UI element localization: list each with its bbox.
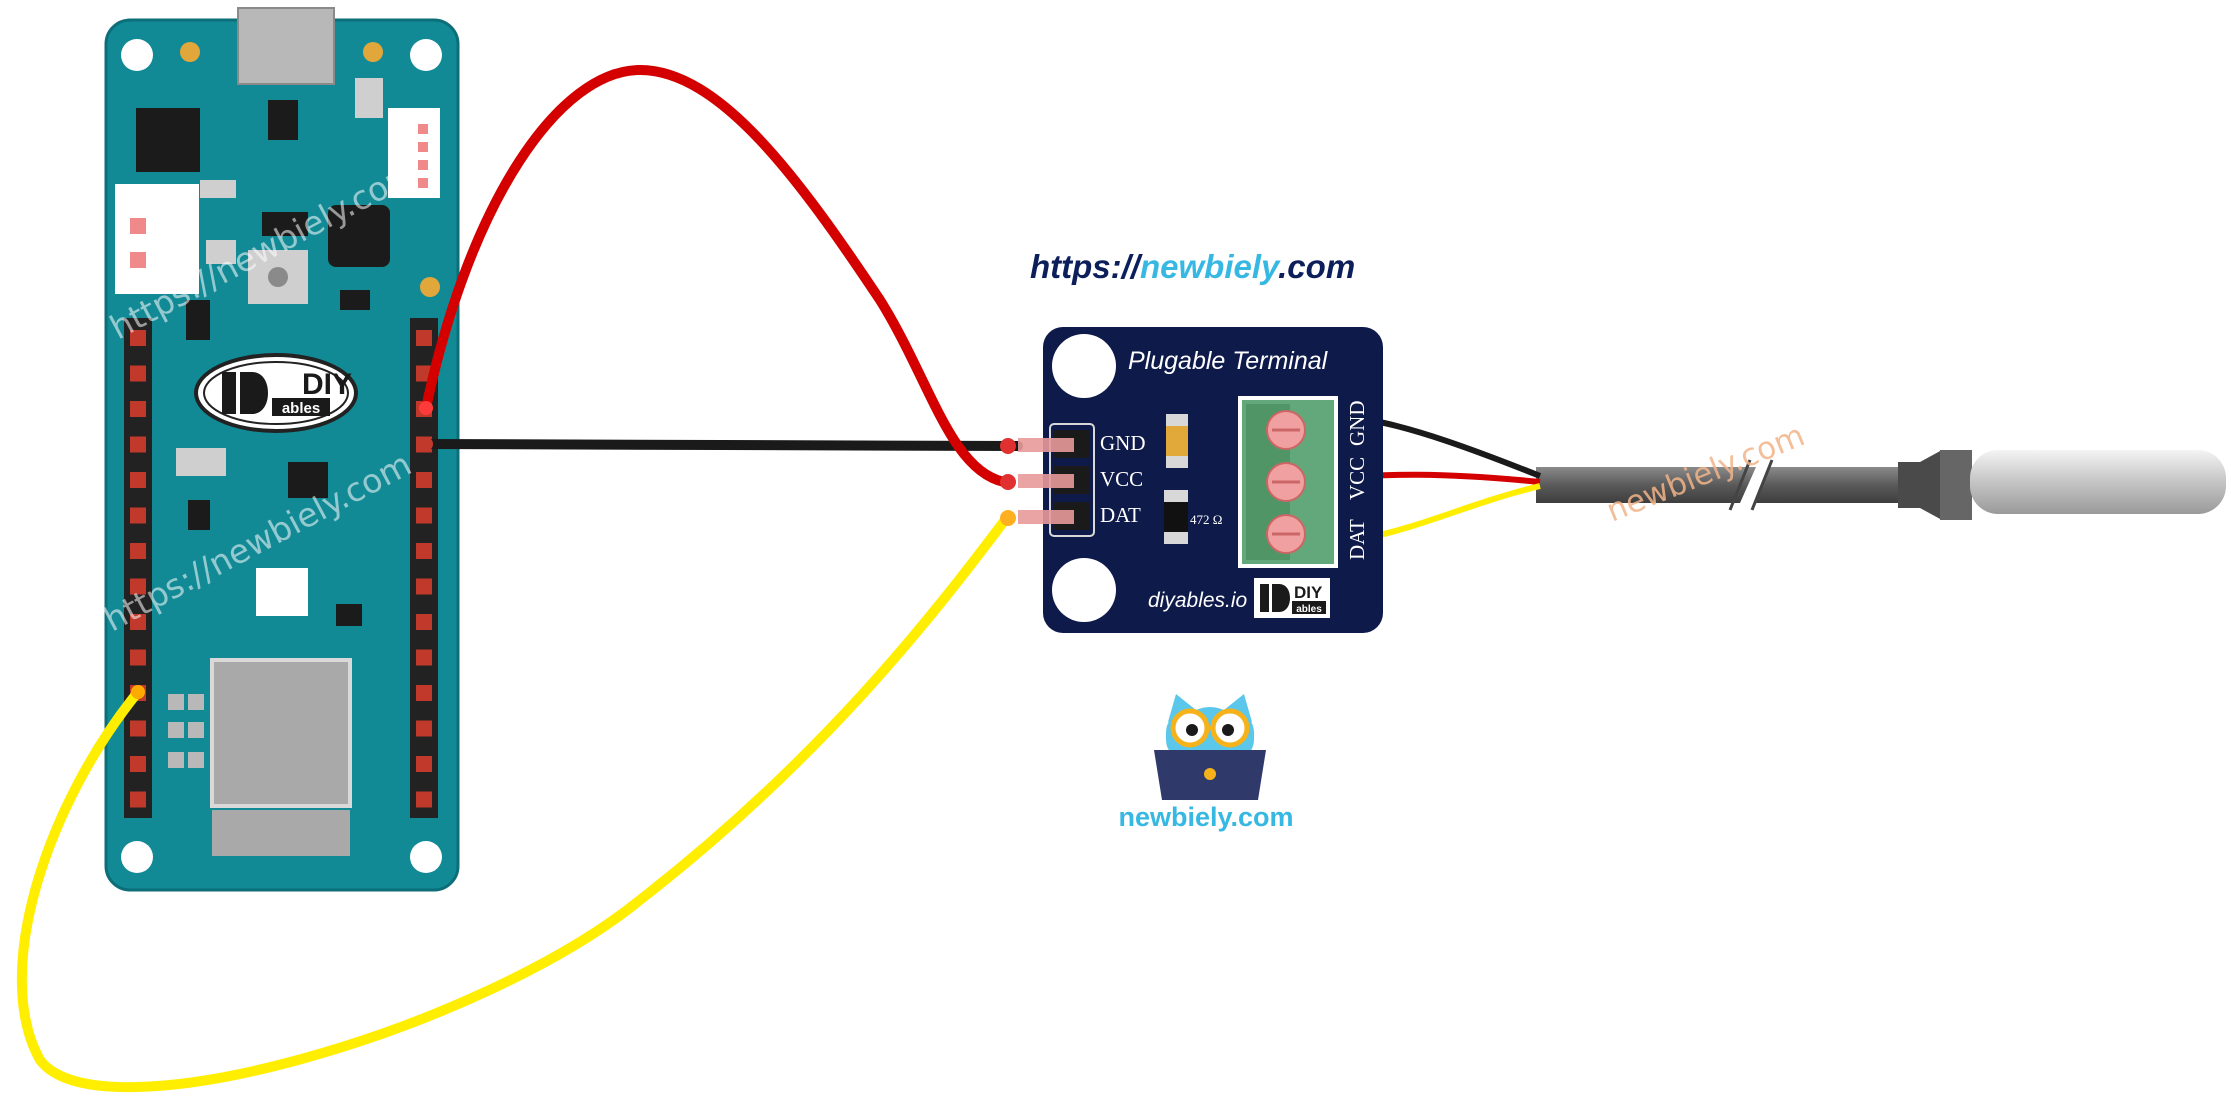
terminal-label-gnd: GND xyxy=(1345,401,1369,447)
left-header-pin-3 xyxy=(130,436,146,453)
probe-tip xyxy=(1970,450,2226,514)
header-url-brand: newbiely xyxy=(1140,248,1281,285)
left-header-pin-2 xyxy=(130,401,146,417)
left-header-pin-6 xyxy=(130,543,146,559)
right-header-pin-13 xyxy=(416,791,432,808)
diyables-logo: DIY ables xyxy=(194,353,358,433)
module-logo-top: DIY xyxy=(1294,583,1323,602)
data-wire-board-module xyxy=(16,511,1013,1093)
header-url-prefix: https:// xyxy=(1030,248,1144,285)
mascot-label: newbiely.com xyxy=(1118,802,1293,832)
module-diyables-logo: DIY ables xyxy=(1254,578,1330,618)
pin-label-dat: DAT xyxy=(1100,503,1141,527)
right-header-pin-4 xyxy=(416,472,432,488)
right-header-pin-5 xyxy=(416,507,432,524)
board-logo-top: DIY xyxy=(302,368,352,401)
left-header-pin-5 xyxy=(130,507,146,524)
module-title: Plugable Terminal xyxy=(1128,347,1329,375)
gnd-wire-board-module xyxy=(421,439,1023,451)
header-url-suffix: .com xyxy=(1278,248,1355,285)
terminal-label-vcc: VCC xyxy=(1345,457,1369,500)
module-footer-text: diyables.io xyxy=(1148,589,1248,612)
right-header-pin-10 xyxy=(416,685,432,701)
board-logo-bottom: ables xyxy=(282,400,320,417)
left-header-pin-12 xyxy=(130,756,146,772)
left-header-pin-8 xyxy=(130,614,146,630)
vcc-wire-board-module xyxy=(421,64,1009,487)
pin-label-gnd: GND xyxy=(1100,431,1146,455)
left-header-pin-7 xyxy=(130,578,146,595)
resistor-label: 472 Ω xyxy=(1190,512,1222,527)
right-header-pin-7 xyxy=(416,578,432,595)
left-header-pin-13 xyxy=(130,791,146,808)
header-url: https://newbiely.com xyxy=(1030,248,1355,285)
right-header-pin-11 xyxy=(416,720,432,737)
left-header-pin-4 xyxy=(130,472,146,488)
plugable-terminal-module: Plugable Terminal GND VCC DAT 472 Ω DAT … xyxy=(1000,327,1383,633)
temperature-probe: newbiely.com xyxy=(1536,417,2226,529)
right-header-pin-12 xyxy=(416,756,432,772)
terminal-label-dat: DAT xyxy=(1345,519,1369,560)
right-header-pin-6 xyxy=(416,543,432,559)
right-header-pin-9 xyxy=(416,649,432,666)
right-header-pin-8 xyxy=(416,614,432,630)
left-header-pin-0 xyxy=(130,330,146,346)
left-header-pin-9 xyxy=(130,649,146,666)
right-header-pin-0 xyxy=(416,330,432,346)
left-header-pin-11 xyxy=(130,720,146,737)
owl-mascot-icon xyxy=(1154,694,1266,800)
left-pin-header xyxy=(124,318,152,818)
usb-connector xyxy=(237,7,335,85)
pin-label-vcc: VCC xyxy=(1100,467,1143,491)
left-header-pin-1 xyxy=(130,365,146,382)
module-logo-bottom: ables xyxy=(1296,604,1322,615)
arduino-board: DIY ables https://newbiely.com https://n… xyxy=(97,7,460,892)
